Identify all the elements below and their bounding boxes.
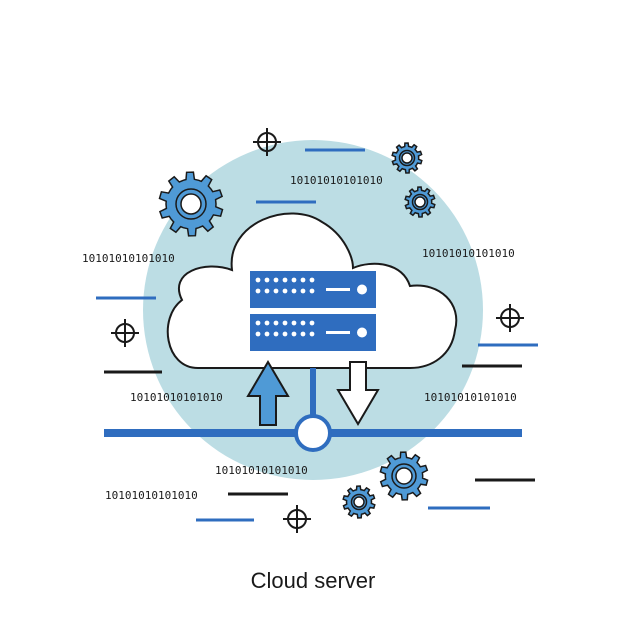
server-led — [309, 331, 315, 337]
server-led — [273, 320, 279, 326]
server-led — [273, 277, 279, 283]
network-connector — [310, 368, 316, 428]
binary-string: 10101010101010 — [424, 391, 517, 404]
server-led — [291, 288, 297, 294]
server-led — [255, 331, 261, 337]
binary-string: 10101010101010 — [290, 174, 383, 187]
binary-string: 10101010101010 — [130, 391, 223, 404]
upload-arrow-icon — [246, 360, 290, 426]
server-led — [255, 320, 261, 326]
server-led — [264, 277, 270, 283]
caption: Cloud server — [250, 568, 376, 593]
server-led — [264, 320, 270, 326]
server-led — [282, 320, 288, 326]
server-led — [309, 277, 315, 283]
server-led — [273, 288, 279, 294]
server-led — [291, 331, 297, 337]
server-led — [309, 320, 315, 326]
binary-string: 10101010101010 — [215, 464, 308, 477]
gear-icon — [342, 485, 376, 519]
server-led — [282, 277, 288, 283]
server-led — [300, 288, 306, 294]
binary-strings: 10101010101010 10101010101010 1010101010… — [82, 174, 517, 502]
server-led — [264, 331, 270, 337]
download-arrow-icon — [336, 361, 380, 426]
server-led — [300, 320, 306, 326]
crosshair-icon — [111, 319, 139, 347]
gear-icon — [404, 186, 436, 218]
gear-icon — [391, 142, 423, 174]
server-led — [255, 277, 261, 283]
crosshair-icon — [283, 505, 311, 533]
server-icon — [250, 271, 376, 351]
binary-string: 10101010101010 — [422, 247, 515, 260]
server-led — [273, 331, 279, 337]
server-led — [264, 288, 270, 294]
decorative-lines — [96, 148, 538, 522]
network-node — [294, 414, 332, 452]
server-led — [291, 277, 297, 283]
server-led — [255, 288, 261, 294]
server-led — [309, 288, 315, 294]
gear-icon — [379, 451, 429, 501]
server-led — [282, 288, 288, 294]
crosshair-icon — [496, 304, 524, 332]
crosshair-icon — [253, 128, 281, 156]
binary-string: 10101010101010 — [105, 489, 198, 502]
server-led — [300, 277, 306, 283]
server-led — [282, 331, 288, 337]
gear-icon — [158, 171, 224, 237]
binary-string: 10101010101010 — [82, 252, 175, 265]
server-led — [300, 331, 306, 337]
gears — [158, 142, 436, 519]
server-led — [291, 320, 297, 326]
